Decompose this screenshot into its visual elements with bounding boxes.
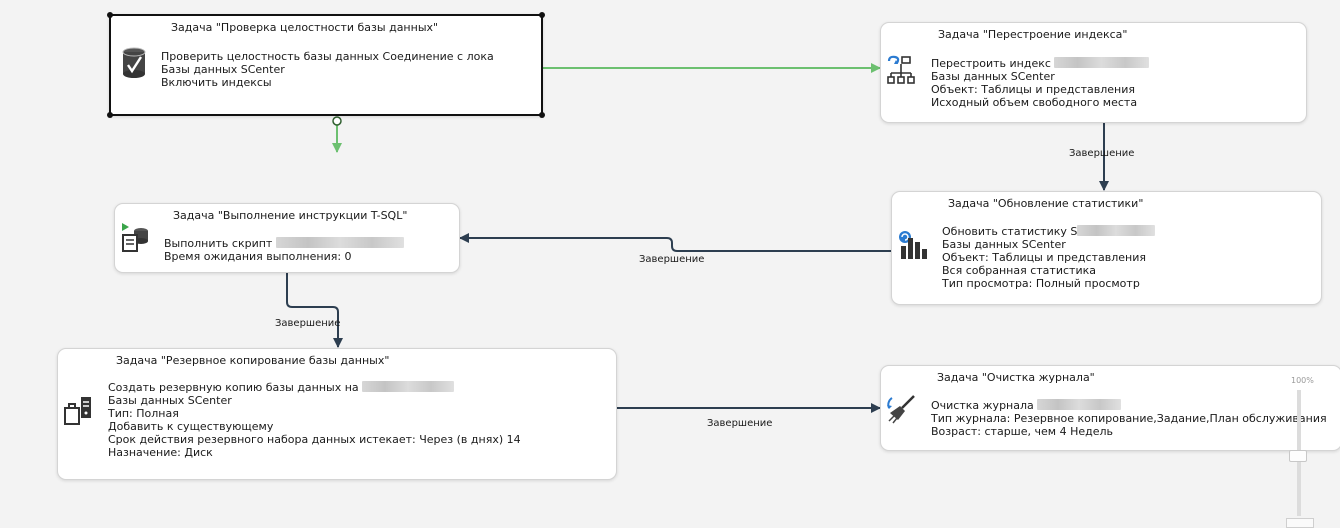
task-line: Тип журнала: Резервное копирование,Задан… [931,412,1327,425]
resize-handle-tl[interactable] [107,12,113,18]
task-execute-tsql[interactable]: Задача "Выполнение инструкции T-SQL" Вып… [114,203,460,273]
task-title: Задача "Проверка целостности базы данных… [171,21,439,34]
redacted-text [1077,225,1156,236]
database-check-icon [122,47,146,78]
task-update-statistics[interactable]: Задача "Обновление статистики" Обновить … [891,191,1322,305]
index-tree-icon [887,55,915,84]
connector-label-tsql-backup: Завершение [275,318,341,329]
backup-icon [64,397,91,425]
resize-handle-bl[interactable] [107,112,113,118]
task-line: Базы данных SCenter [161,63,285,76]
task-line: Базы данных SCenter [931,70,1055,83]
task-line: Базы данных SCenter [108,394,232,407]
connector-label-stats-tsql: Завершение [639,254,705,265]
task-title: Задача "Выполнение инструкции T-SQL" [173,209,408,222]
zoom-fit-button[interactable] [1286,518,1314,528]
task-line: Создать резервную копию базы данных на [108,381,359,394]
connector-tsql-to-backup[interactable] [286,273,343,348]
redacted-text [362,381,455,392]
resize-handle-br[interactable] [539,112,545,118]
task-title: Задача "Резервное копирование базы данны… [116,354,390,367]
task-line: Проверить целостность базы данных Соедин… [161,50,494,63]
task-line: Срок действия резервного набора данных и… [108,433,521,446]
connector-label-backup-cleanup: Завершение [707,418,773,429]
task-line: Обновить статистику S [942,225,1078,238]
execute-sql-icon [122,223,148,252]
task-title: Задача "Обновление статистики" [948,197,1144,210]
resize-handle-tr[interactable] [539,12,545,18]
connector-stats-to-tsql[interactable] [459,233,891,252]
task-backup-database[interactable]: Задача "Резервное копирование базы данны… [57,348,617,480]
task-line: Тип просмотра: Полный просмотр [942,277,1140,290]
connector-label-rebuild-stats: Завершение [1069,148,1135,159]
task-line: Вся собранная статистика [942,264,1096,277]
task-line: Перестроить индекс [931,57,1051,70]
task-line: Время ожидания выполнения: 0 [164,250,352,263]
task-integrity-check[interactable]: Задача "Проверка целостности базы данных… [107,12,545,118]
task-line: Очистка журнала [931,399,1034,412]
task-line: Назначение: Диск [108,446,213,459]
redacted-text [1054,57,1150,68]
connector-handle[interactable] [332,116,342,126]
task-line: Добавить к существующему [108,420,274,433]
task-line: Исходный объем свободного места [931,96,1138,109]
task-line: Возраст: старше, чем 4 Недель [931,425,1113,438]
task-line: Выполнить скрипт [164,237,273,250]
zoom-level-label: 100% [1291,376,1314,385]
statistics-icon [899,231,927,259]
task-line: Включить индексы [161,76,272,89]
task-line: Объект: Таблицы и представления [931,83,1135,96]
task-rebuild-index[interactable]: Задача "Перестроение индекса" Перестроит… [880,22,1307,123]
task-log-cleanup[interactable]: Задача "Очистка журнала" Очистка журнала… [880,365,1340,451]
task-line: Базы данных SCenter [942,238,1066,251]
task-line: Тип: Полная [108,407,179,420]
cleanup-broom-icon [887,395,915,424]
redacted-text [1037,399,1122,410]
task-line: Объект: Таблицы и представления [942,251,1146,264]
task-title: Задача "Перестроение индекса" [938,28,1128,41]
task-title: Задача "Очистка журнала" [937,371,1095,384]
redacted-text [275,237,404,248]
zoom-slider-thumb[interactable] [1289,450,1307,462]
